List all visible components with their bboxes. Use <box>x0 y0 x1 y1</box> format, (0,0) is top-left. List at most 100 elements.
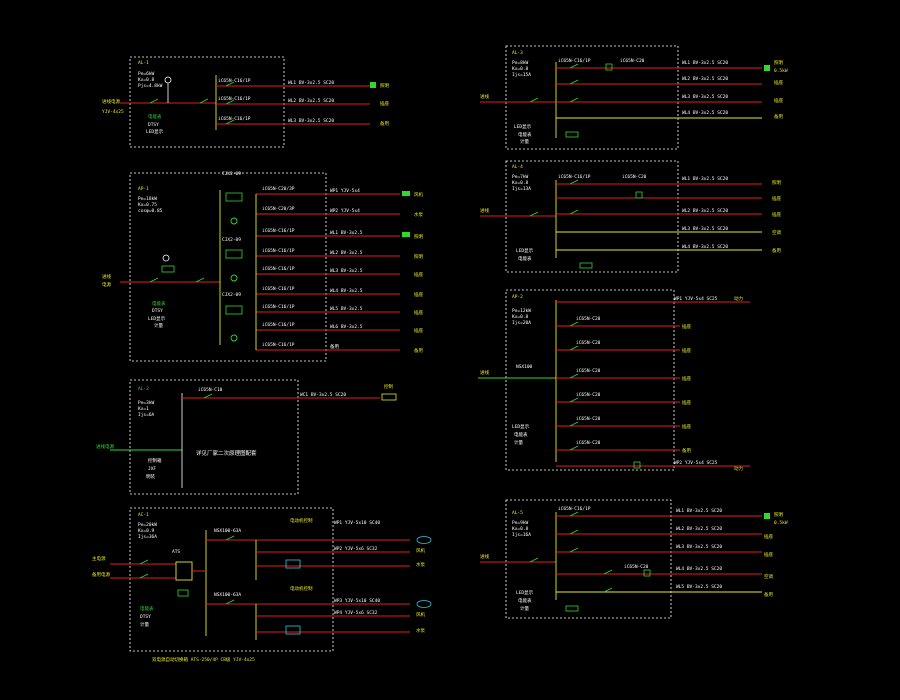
panel-7-branches: iC65N-C20 iC65N-C20 iC65N-C20 iC65N-C20 … <box>556 295 750 472</box>
svg-text:Kx=0.9: Kx=0.9 <box>138 528 155 534</box>
svg-text:DTSY: DTSY <box>148 122 159 128</box>
svg-text:进线: 进线 <box>480 369 489 376</box>
svg-text:WL1 BV-3x2.5: WL1 BV-3x2.5 <box>330 230 363 236</box>
svg-text:iC65N-C16/1P: iC65N-C16/1P <box>262 228 295 234</box>
svg-text:插座: 插座 <box>772 195 781 202</box>
svg-text:iC65N-C16/1P: iC65N-C16/1P <box>262 342 295 348</box>
panel-6-branches: iC65N-C16/1P iC65N-C20 WL1 BV-3x2.5 SC20… <box>556 174 781 254</box>
svg-text:0.5kW: 0.5kW <box>774 520 788 526</box>
svg-text:iC65N-C20/3P: iC65N-C20/3P <box>262 206 295 212</box>
svg-text:iC65N-C16/1P: iC65N-C16/1P <box>218 78 251 84</box>
svg-text:CJX2-09: CJX2-09 <box>222 292 241 298</box>
svg-text:iC65N-C20: iC65N-C20 <box>576 440 601 446</box>
svg-text:备用: 备用 <box>380 120 389 127</box>
svg-text:CJX2-09: CJX2-09 <box>222 237 241 243</box>
svg-text:电源: 电源 <box>102 281 111 288</box>
svg-text:插座: 插座 <box>774 97 783 104</box>
svg-text:插座: 插座 <box>380 100 389 107</box>
panel-3-note: 详见厂家二次原理图配套 <box>196 449 257 457</box>
svg-text:WP2 YJV-5x6 SC32: WP2 YJV-5x6 SC32 <box>334 546 378 552</box>
svg-text:iC65N-C20: iC65N-C20 <box>622 174 647 180</box>
panel-1-incoming: YJV-4x25 <box>102 109 124 115</box>
svg-text:WL3 BV-3x2.5 SC20: WL3 BV-3x2.5 SC20 <box>288 118 334 124</box>
svg-text:动力: 动力 <box>734 295 743 302</box>
svg-text:照明: 照明 <box>380 83 389 89</box>
svg-text:WL4 BV-3x2.5 SC20: WL4 BV-3x2.5 SC20 <box>676 566 722 572</box>
panel-4-id: AC-1 <box>138 512 149 518</box>
svg-text:Ijs=6A: Ijs=6A <box>138 412 155 418</box>
svg-text:控制箱: 控制箱 <box>148 457 162 464</box>
svg-text:iC65N-C16/1P: iC65N-C16/1P <box>262 322 295 328</box>
panel-5-distribution-box: AL-3 Pe=8kW Kx=0.8 Ijs=15A 进线 LED显示 电能表 … <box>480 45 788 150</box>
svg-text:空调: 空调 <box>764 573 773 580</box>
svg-text:WP1 YJV-5x4: WP1 YJV-5x4 <box>330 188 360 194</box>
svg-text:iC65N-C20: iC65N-C20 <box>576 340 601 346</box>
svg-text:进线: 进线 <box>480 207 489 214</box>
svg-text:插座: 插座 <box>414 291 423 298</box>
panel-2-contactors: CJX2-09 CJX2-09 CJX2-09 <box>222 171 243 342</box>
svg-text:WL1 BV-3x2.5 SC20: WL1 BV-3x2.5 SC20 <box>288 80 334 86</box>
svg-text:电能表: 电能表 <box>140 605 154 612</box>
svg-text:照明: 照明 <box>774 512 783 518</box>
panel-8-branches: iC65N-C16/1P iC65N-C20 WL1 BV-3x2.5 SC20… <box>556 506 788 598</box>
svg-text:LED显示: LED显示 <box>516 590 534 596</box>
panel-3-id: AL-2 <box>138 386 149 392</box>
svg-text:电能表: 电能表 <box>518 255 532 262</box>
svg-text:Kx=0.8: Kx=0.8 <box>512 66 529 72</box>
svg-text:风机: 风机 <box>416 547 425 554</box>
svg-text:WP2 YJV-5x4: WP2 YJV-5x4 <box>330 208 360 214</box>
svg-text:电能表: 电能表 <box>148 113 162 120</box>
svg-text:Pe=20kW: Pe=20kW <box>138 522 157 528</box>
panel-5-id: AL-3 <box>512 50 523 56</box>
panel-3-control-box: AL-2 Pe=3kW Kx=1 Ijs=6A 进线电源 控制箱 JXF 明装 … <box>96 379 397 495</box>
svg-text:WL2 BV-3x2.5 SC20: WL2 BV-3x2.5 SC20 <box>682 208 728 214</box>
svg-text:插座: 插座 <box>414 309 423 316</box>
svg-text:WL3 BV-3x2.5: WL3 BV-3x2.5 <box>330 268 363 274</box>
svg-text:WL2 BV-3x2.5 SC20: WL2 BV-3x2.5 SC20 <box>288 98 334 104</box>
svg-text:iC65N-C20: iC65N-C20 <box>576 392 601 398</box>
svg-text:主电源: 主电源 <box>92 555 106 562</box>
svg-text:DTSY: DTSY <box>152 308 163 314</box>
svg-text:WL1 BV-3x2.5 SC20: WL1 BV-3x2.5 SC20 <box>682 60 728 66</box>
svg-text:风机: 风机 <box>416 611 425 618</box>
svg-text:插座: 插座 <box>682 347 691 354</box>
svg-text:LED显示: LED显示 <box>148 316 166 322</box>
svg-text:LED显示: LED显示 <box>146 129 164 135</box>
svg-text:Pe=12kW: Pe=12kW <box>512 308 531 314</box>
svg-text:CJX2-09: CJX2-09 <box>222 171 241 177</box>
svg-text:WL3 BV-3x2.5 SC20: WL3 BV-3x2.5 SC20 <box>682 94 728 100</box>
svg-text:Pe=9kW: Pe=9kW <box>512 520 529 526</box>
svg-text:WL3 BV-3x2.5 SC20: WL3 BV-3x2.5 SC20 <box>676 544 722 550</box>
svg-text:WP1 YJV-5x10 SC40: WP1 YJV-5x10 SC40 <box>334 520 380 526</box>
svg-text:WL2 BV-3x2.5 SC20: WL2 BV-3x2.5 SC20 <box>682 76 728 82</box>
panel-8-id: AL-5 <box>512 510 523 516</box>
panel-4-ats-box: AC-1 Pe=20kW Kx=0.9 Ijs=36A 主电源 备用电源 ATS… <box>92 507 432 663</box>
panel-4-footnote: 双电源自动切换箱 ATS-250/4P CB级 YJV-4x25 <box>152 656 255 663</box>
svg-text:插座: 插座 <box>764 533 773 540</box>
svg-text:计量: 计量 <box>140 621 149 628</box>
svg-text:Pe=6kW: Pe=6kW <box>138 71 155 77</box>
svg-text:动力: 动力 <box>734 465 743 472</box>
svg-text:iC65N-C16/1P: iC65N-C16/1P <box>558 58 591 64</box>
svg-text:插座: 插座 <box>772 211 781 218</box>
svg-text:电动机控制: 电动机控制 <box>290 585 313 592</box>
panel-7-power-box: AP-2 Pe=12kW Kx=0.8 Ijs=20A 进线 NSX100 LE… <box>478 289 750 472</box>
svg-text:Kx=0.8: Kx=0.8 <box>512 314 529 320</box>
svg-text:WL4 BV-3x2.5 SC20: WL4 BV-3x2.5 SC20 <box>682 110 728 116</box>
svg-text:插座: 插座 <box>682 423 691 430</box>
svg-text:WL4 BV-3x2.5: WL4 BV-3x2.5 <box>330 288 363 294</box>
svg-text:iC65N-C16/1P: iC65N-C16/1P <box>262 248 295 254</box>
svg-text:Kx=0.8: Kx=0.8 <box>512 180 529 186</box>
svg-text:进线: 进线 <box>102 273 111 280</box>
svg-text:LED显示: LED显示 <box>514 124 532 130</box>
svg-text:计量: 计量 <box>514 439 523 446</box>
svg-text:水泵: 水泵 <box>414 211 423 218</box>
svg-text:Ijs=20A: Ijs=20A <box>512 320 531 326</box>
svg-text:WP1 YJV-5x4 SC25: WP1 YJV-5x4 SC25 <box>674 296 718 302</box>
svg-text:备用: 备用 <box>414 347 423 354</box>
svg-text:WC1 BV-3x2.5 SC20: WC1 BV-3x2.5 SC20 <box>300 392 346 398</box>
panel-2-branches: iC65N-C20/3P iC65N-C20/3P iC65N-C16/1P i… <box>255 186 423 354</box>
svg-text:插座: 插座 <box>682 323 691 330</box>
svg-text:插座: 插座 <box>414 327 423 334</box>
svg-text:WP4 YJV-5x6 SC32: WP4 YJV-5x6 SC32 <box>334 610 378 616</box>
